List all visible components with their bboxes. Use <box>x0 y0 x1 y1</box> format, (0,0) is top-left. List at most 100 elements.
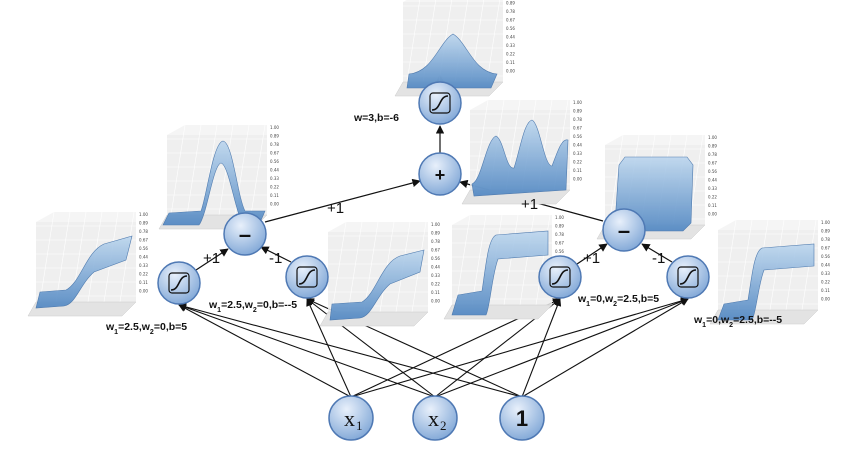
minus-left-label: – <box>239 222 251 247</box>
plot-tick-label: 0.78 <box>821 237 830 242</box>
sigmoid-activation-icon <box>549 266 571 288</box>
plot-tick-label: 0.78 <box>573 117 582 122</box>
input-to-sigmoid-edge <box>434 297 689 398</box>
plot-tick-label: 1.00 <box>270 125 279 130</box>
input-node-x2: x 2 <box>412 395 458 441</box>
input-to-sigmoid-edge <box>178 303 523 398</box>
3d-surface-plot-icon <box>471 119 569 197</box>
plot-tick-label: 0.22 <box>708 195 717 200</box>
plot-tick-label: 0.33 <box>506 43 515 48</box>
plot-tick-label: 0.11 <box>506 60 515 65</box>
plot-tick-label: 0.78 <box>431 239 440 244</box>
plot-tick-label: 0.44 <box>270 168 279 173</box>
plus-node: + <box>418 152 462 196</box>
plot-tick-label: 0.78 <box>708 152 717 157</box>
input-to-sigmoid-edge <box>306 298 352 398</box>
plot-tick-label: 0.33 <box>431 273 440 278</box>
plot-tick-label: 1.00 <box>821 220 830 225</box>
plot-tick-label: 0.56 <box>139 246 148 251</box>
plot-tick-label: 1.00 <box>708 135 717 140</box>
plot-tick-label: 0.89 <box>139 221 148 226</box>
plot-tick-label: 0.56 <box>506 26 515 31</box>
plot-tick-label: 1.00 <box>555 215 564 220</box>
plot-tick-label: 0.00 <box>139 289 148 294</box>
surface-plot-plus: 1.000.890.780.670.560.440.330.220.110.00 <box>461 99 582 205</box>
plot-tick-label: 0.11 <box>573 168 582 173</box>
plot-tick-label: 0.00 <box>270 202 279 207</box>
surface-plots: 1.00 0.89 0.78 0.67 0.56 0.44 0.33 0.22 0.11 0.00… <box>27 0 830 327</box>
hidden-edge <box>195 248 229 271</box>
hidden-edge <box>576 243 608 265</box>
plot-tick-label: 0.89 <box>270 134 279 139</box>
plot-tick-label: 0.00 <box>573 177 582 182</box>
plot-tick-label: 0.44 <box>821 263 830 268</box>
plot-tick-label: 0.00 <box>708 212 717 217</box>
plot-tick-label: 0.89 <box>555 224 564 229</box>
plot-tick-label: 0.78 <box>270 142 279 147</box>
input-x1-sub: 1 <box>356 418 363 433</box>
plot-tick-label: 0.22 <box>431 282 440 287</box>
plot-tick-label: 0.44 <box>139 255 148 260</box>
input-x1-base: x <box>344 406 355 431</box>
input-x2-base: x <box>428 406 439 431</box>
sigmoid-node-2 <box>285 255 329 299</box>
minus-right-label: – <box>618 218 630 243</box>
sigmoid-node-1 <box>157 261 201 305</box>
bias-node: 1 <box>499 395 545 441</box>
plot-tick-label: 0.67 <box>573 126 582 131</box>
param-label-sig3: w1=0,w2=2.5,b=5 <box>577 293 659 308</box>
plot-tick-label: 0.00 <box>506 69 515 74</box>
plot-tick-label: 0.89 <box>821 229 830 234</box>
plot-tick-label: 0.67 <box>506 18 515 23</box>
edge-weight-minus-right-to-plus: +1 <box>521 196 538 213</box>
input-to-sigmoid-edge <box>178 303 436 398</box>
minus-node-left: – <box>223 212 267 256</box>
sigmoid-node-top <box>418 81 462 125</box>
plot-tick-label: 0.00 <box>431 299 440 304</box>
sigmoid-activation-icon <box>168 272 190 294</box>
surface-plot-sig1: 1.00 0.89 0.78 0.67 0.56 0.44 0.33 0.22 0.11 0.00 <box>27 211 148 317</box>
plot-tick-label: 0.33 <box>139 263 148 268</box>
input-node-x1: x 1 <box>328 395 374 441</box>
3d-surface-plot-icon <box>329 249 425 321</box>
input-to-sigmoid-edge <box>350 297 689 398</box>
plot-tick-label: 0.00 <box>821 297 830 302</box>
bias-label: 1 <box>516 406 528 431</box>
edge-weight-sig3-to-minus: +1 <box>583 250 600 267</box>
plot-tick-label: 0.11 <box>270 193 279 198</box>
plot-tick-label: 0.22 <box>573 160 582 165</box>
plot-tick-label: 0.44 <box>573 143 582 148</box>
plot-tick-label: 0.44 <box>506 35 515 40</box>
surface-plot-sig2: 1.000.890.780.670.560.440.330.220.110.00 <box>319 221 440 327</box>
plot-tick-label: 0.11 <box>431 290 440 295</box>
hidden-edge <box>264 178 421 223</box>
plot-tick-label: 0.67 <box>708 161 717 166</box>
edge-weight-sig1-to-minus: +1 <box>203 250 220 267</box>
plot-tick-label: 0.56 <box>270 159 279 164</box>
plot-tick-label: 0.11 <box>139 280 148 285</box>
plot-tick-label: 0.67 <box>139 238 148 243</box>
plot-tick-label: 0.11 <box>821 288 830 293</box>
plot-tick-label: 0.22 <box>139 272 148 277</box>
sigmoid-node-4 <box>666 255 710 299</box>
plot-tick-label: 0.78 <box>139 229 148 234</box>
plot-tick-label: 0.11 <box>708 203 717 208</box>
input-to-sigmoid-edge <box>521 298 562 398</box>
plot-tick-label: 0.67 <box>555 241 564 246</box>
plot-tick-label: 0.22 <box>270 185 279 190</box>
plot-tick-label: 1.00 <box>139 212 148 217</box>
plot-tick-label: 0.33 <box>573 151 582 156</box>
edge-weight-sig4-to-minus: -1 <box>652 250 665 267</box>
plot-tick-label: 0.89 <box>506 1 515 6</box>
sigmoid-activation-icon <box>429 92 451 114</box>
plot-tick-label: 0.78 <box>555 232 564 237</box>
param-label-sig1: w1=2.5,w2=0,b=5 <box>105 321 187 336</box>
edge-weight-minus-left-to-plus: +1 <box>327 200 344 217</box>
plot-tick-label: 0.33 <box>708 186 717 191</box>
plot-tick-label: 0.33 <box>270 176 279 181</box>
plot-tick-label: 0.22 <box>506 52 515 57</box>
3d-surface-plot-icon <box>451 230 549 316</box>
surface-plot-top: 1.000.890.780.670.560.440.330.220.110.00 <box>394 0 515 97</box>
3d-surface-plot-icon <box>717 243 815 321</box>
